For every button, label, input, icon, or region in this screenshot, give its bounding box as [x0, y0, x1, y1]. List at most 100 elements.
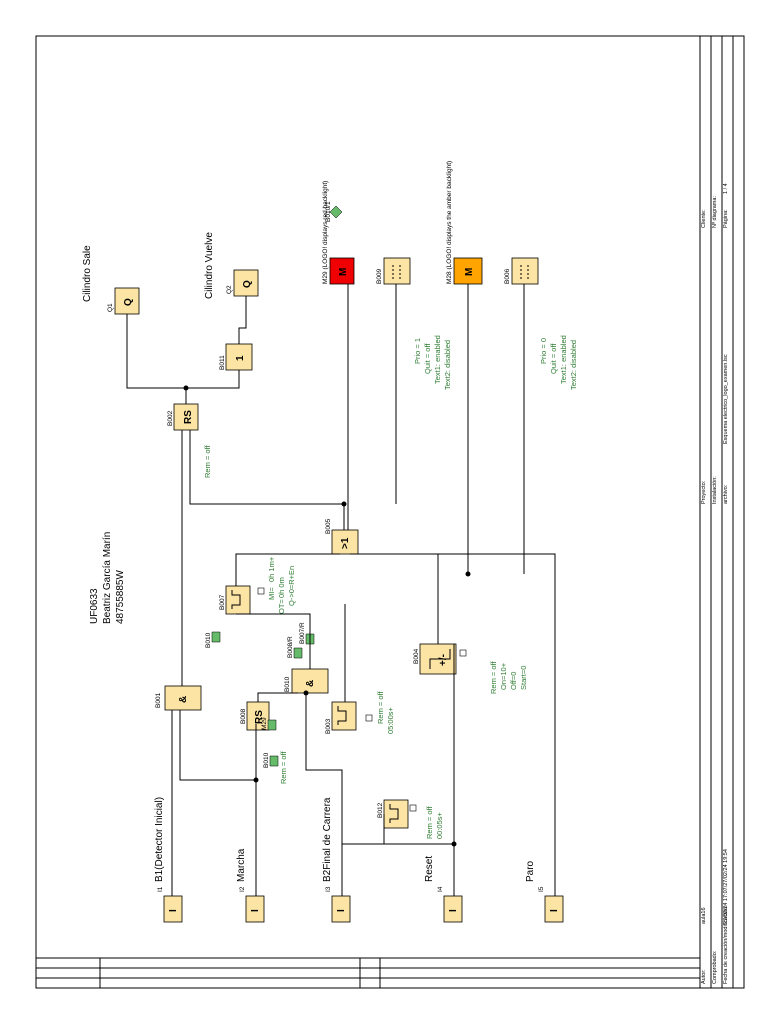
header-author-id: 48755885W	[115, 570, 126, 624]
svg-text:Quit = off: Quit = off	[549, 343, 558, 374]
tb-file-label: archivo:	[723, 484, 729, 504]
svg-text:Start=0: Start=0	[519, 666, 528, 690]
tb-install-label: Instalación:	[712, 476, 718, 504]
svg-text:OT=: OT=	[277, 599, 286, 614]
svg-text:B007/R: B007/R	[299, 622, 306, 644]
svg-text:B011: B011	[219, 355, 226, 370]
connector-b008r[interactable]: B008/R	[287, 636, 303, 659]
output-q2[interactable]: Q Q2 Cilindro Vuelve	[204, 232, 259, 299]
svg-text:M28 (LOGO! displays the amber: M28 (LOGO! displays the amber backlight)	[446, 161, 453, 284]
svg-text:B010: B010	[205, 632, 212, 648]
svg-text:M29: M29	[261, 717, 268, 730]
svg-text:Rem = off: Rem = off	[203, 444, 212, 478]
block-b012[interactable]: B012 Rem = off 00:05s+	[377, 799, 444, 839]
svg-text:05:00s+: 05:00s+	[386, 706, 395, 734]
block-b010[interactable]: & B010	[284, 668, 329, 694]
connector-b007r[interactable]: B007/R	[299, 622, 315, 645]
header-course: UF0633	[89, 588, 100, 624]
tb-client-label: Cliente:	[701, 209, 707, 228]
svg-text:1: 1	[235, 355, 246, 361]
header-author-name: Beatriz García Marín	[102, 532, 113, 624]
block-b005[interactable]: >1 B005	[325, 518, 359, 555]
svg-text:Off=0: Off=0	[509, 672, 518, 690]
svg-text:M29 (LOGO! displays red backli: M29 (LOGO! displays red backlight)	[322, 181, 329, 284]
tb-project-label: Proyecto:	[701, 480, 707, 504]
page-frame	[35, 35, 745, 989]
block-b011[interactable]: 1 B011	[219, 343, 253, 371]
svg-text:B005: B005	[325, 518, 332, 534]
input-i2[interactable]: I I2 Marcha	[236, 848, 265, 923]
tb-diagram-label: Nº diagrama:	[711, 196, 718, 228]
svg-text:Prio = 0: Prio = 0	[539, 338, 548, 364]
svg-text:Cilindro Vuelve: Cilindro Vuelve	[204, 232, 215, 299]
tb-file-value: Esquema electrico_logo_examen.lsc	[723, 354, 729, 444]
svg-text:Q1: Q1	[107, 303, 114, 312]
svg-text:Rem = off: Rem = off	[489, 660, 498, 694]
svg-text:MI=: MI=	[267, 587, 276, 600]
svg-text:B010: B010	[284, 676, 291, 692]
svg-text:0h 0m: 0h 0m	[277, 577, 286, 598]
svg-text:I3: I3	[325, 886, 332, 892]
svg-text:B001: B001	[155, 692, 162, 708]
svg-text:Quit = off: Quit = off	[423, 343, 432, 374]
svg-text:Text1: enabled: Text1: enabled	[559, 335, 568, 384]
svg-text:Paro: Paro	[525, 860, 536, 882]
svg-text:Cilindro Sale: Cilindro Sale	[82, 245, 93, 302]
block-b002[interactable]: RS B002 Rem = off	[167, 403, 212, 478]
svg-text:Text2: disabled: Text2: disabled	[569, 340, 578, 390]
svg-text:Marcha: Marcha	[236, 848, 247, 882]
svg-text:Rem = off: Rem = off	[279, 750, 288, 784]
svg-text:Q->0=R+En: Q->0=R+En	[287, 566, 296, 606]
svg-text:I: I	[549, 909, 560, 912]
svg-text:I: I	[336, 909, 347, 912]
input-i5[interactable]: I I5 Paro	[525, 860, 564, 923]
svg-text:B1(Detector Inicial): B1(Detector Inicial)	[154, 797, 165, 882]
svg-text:I2: I2	[239, 886, 246, 892]
svg-text:Q: Q	[123, 298, 134, 306]
block-b004[interactable]: +/- B004 Rem = off On=10+ Off=0 Start=0	[413, 643, 528, 694]
svg-text:&: &	[305, 680, 316, 687]
tb-page-value: 1 / 4	[723, 183, 729, 194]
svg-text:Q: Q	[242, 280, 253, 288]
svg-text:I: I	[168, 909, 179, 912]
marker-m29[interactable]: M M29 (LOGO! displays red backlight)	[322, 181, 355, 285]
svg-text:B010: B010	[263, 752, 270, 768]
svg-text:I: I	[448, 909, 459, 912]
svg-text:I4: I4	[437, 886, 444, 892]
svg-text:0h 1m+: 0h 1m+	[267, 556, 276, 582]
block-b009[interactable]: B009 Prio = 1 Quit = off Text1: enabled …	[376, 257, 452, 390]
connector-b010-1[interactable]: B010/1	[325, 201, 343, 222]
svg-text:RS: RS	[254, 710, 265, 724]
connector-b010-b[interactable]: B010	[263, 752, 279, 768]
svg-text:&: &	[178, 696, 189, 703]
block-b008[interactable]: RS B008 Rem = off	[240, 701, 288, 784]
connector-m29[interactable]: M29	[261, 717, 277, 731]
svg-text:00:05s+: 00:05s+	[435, 811, 444, 839]
svg-text:B009: B009	[376, 268, 383, 284]
svg-text:Rem = off: Rem = off	[376, 690, 385, 724]
svg-text:B003: B003	[325, 718, 332, 734]
input-i3[interactable]: I I3 B2Final de Carrera	[322, 797, 351, 923]
input-i1[interactable]: I I1 B1(Detector Inicial)	[154, 797, 183, 923]
svg-text:B004: B004	[413, 648, 420, 664]
svg-text:M: M	[464, 268, 475, 276]
svg-text:B002: B002	[167, 410, 174, 426]
block-b007[interactable]: B007 MI= 0h 1m+ OT= 0h 0m Q->0=R+En	[219, 556, 296, 615]
svg-text:I: I	[250, 909, 261, 912]
connector-b010-a[interactable]: B010	[205, 631, 221, 648]
svg-text:B006: B006	[504, 268, 511, 284]
svg-text:>1: >1	[340, 537, 351, 549]
block-b006[interactable]: B006 Prio = 0 Quit = off Text1: enabled …	[504, 257, 578, 390]
marker-m28[interactable]: M M28 (LOGO! displays the amber backligh…	[446, 161, 483, 285]
junctions	[183, 385, 471, 847]
tb-checked-label: Comprobado:	[712, 950, 718, 984]
svg-text:B008: B008	[240, 708, 247, 724]
output-q1[interactable]: Q Q1 Cilindro Sale	[82, 245, 140, 315]
input-i4[interactable]: I I4 Reset	[424, 856, 463, 923]
block-b003[interactable]: B003 Rem = off 05:00s+	[325, 690, 395, 734]
block-b001[interactable]: & B001	[155, 685, 202, 711]
svg-text:B012: B012	[377, 802, 384, 818]
svg-text:Prio = 1: Prio = 1	[413, 338, 422, 364]
tb-dates-value: 27/02/24 17:07/27/02/24 19:54	[723, 849, 729, 924]
